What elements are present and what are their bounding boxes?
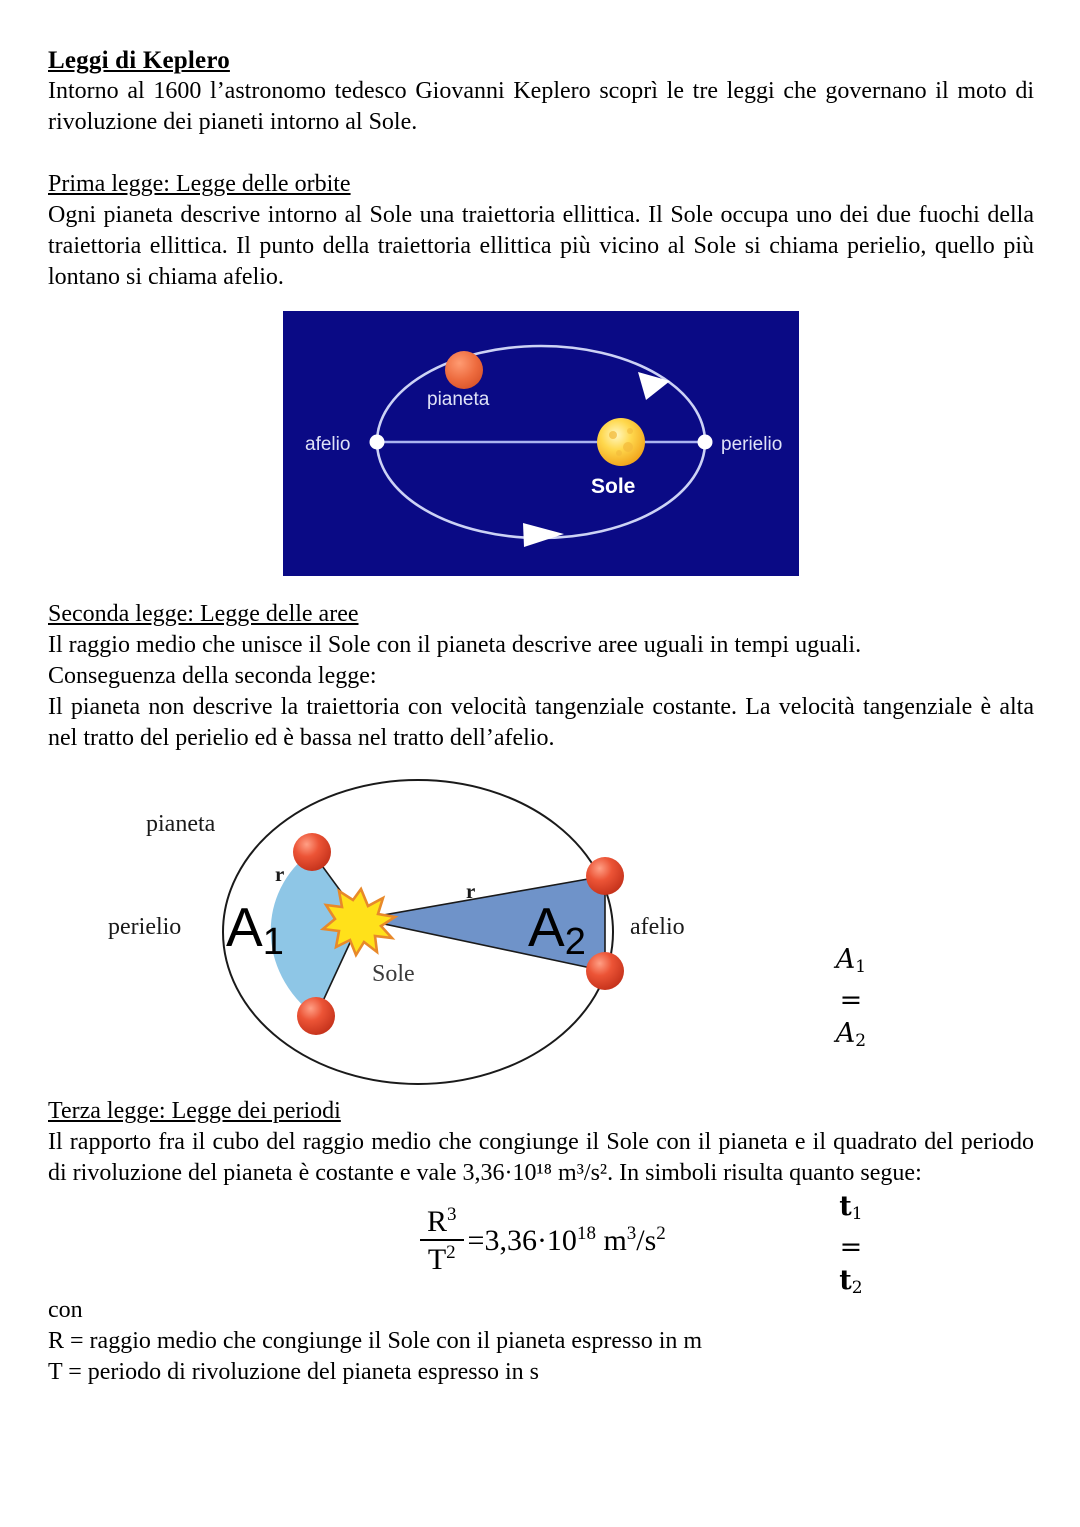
third-law-formula: R3 T2 =3,36·1018 m3/s2 (420, 1203, 666, 1277)
label-radius-left: r (275, 862, 284, 886)
eq-a1-sub: 1 (855, 957, 867, 977)
fraction-denominator: T2 (421, 1241, 463, 1277)
planet-sphere-perihelion-lower (297, 997, 335, 1035)
formula-unit-m-exponent: 3 (626, 1223, 637, 1244)
formula-right-side: =3,36·1018 m3/s2 (468, 1224, 666, 1256)
legend-con: con (48, 1297, 83, 1323)
planet-sphere (445, 351, 483, 389)
direction-arrow-bottom (523, 523, 564, 547)
direction-arrow-top (638, 372, 670, 400)
planet-sphere-perihelion-upper (293, 833, 331, 871)
formula-equals: = (467, 1224, 485, 1257)
eq-op-1: = (839, 985, 863, 1016)
page-title: Leggi di Keplero (48, 47, 230, 74)
radius-line-right-upper (360, 875, 606, 920)
third-law-heading-row: Terza legge: Legge dei periodi (48, 1096, 1034, 1127)
aphelion-point (369, 434, 385, 450)
figure-areas: pianeta perielio afelio Sole r r A1 A2 (108, 766, 708, 1096)
formula-r: R (427, 1205, 448, 1238)
first-law-heading-row: Prima legge: Legge delle orbite (48, 169, 1034, 200)
second-law-body-line-3: Il pianeta non descrive la traiettoria c… (48, 694, 1034, 751)
equation-areas-line-1: A1 = A2 (688, 910, 928, 1091)
intro-paragraph: Intorno al 1600 l’astronomo tedesco Giov… (48, 78, 1034, 135)
label-pianeta-areas: pianeta (146, 811, 216, 837)
radius-line-right-lower (360, 918, 606, 972)
planet-sphere-aphelion-upper (586, 857, 624, 895)
formula-unit-m: m (603, 1224, 627, 1257)
formula-unit-s-exponent: 2 (656, 1223, 666, 1244)
label-perielio-areas: perielio (108, 914, 181, 940)
label-perielio: perielio (721, 434, 782, 455)
sun-disc (597, 418, 645, 466)
second-law-heading-row: Seconda legge: Legge delle aree (48, 599, 1034, 630)
eq-a2-sub: 2 (855, 1031, 867, 1051)
figure-areas-wrapper: pianeta perielio afelio Sole r r A1 A2 A… (48, 766, 1034, 1298)
figure-orbit: afelio perielio pianeta Sole (283, 311, 799, 576)
third-law-body: Il rapporto fra il cubo del raggio medio… (48, 1129, 1034, 1186)
equation-areas-line-2: t1 = t2 (688, 1157, 928, 1338)
document-content: Leggi di Keplero Intorno al 1600 l’astro… (48, 46, 1034, 1388)
label-afelio-areas: afelio (630, 914, 685, 940)
equation-areas: A1 = A2 t1 = t2 (688, 844, 928, 1404)
eq-t2-sub: 2 (851, 1278, 863, 1298)
spacer (48, 138, 1034, 169)
third-law-formula-wrapper: R3 T2 =3,36·1018 m3/s2 (48, 1203, 1034, 1295)
eq-t1: t (839, 1191, 852, 1222)
formula-r-exponent: 3 (447, 1204, 457, 1225)
label-radius-right: r (466, 879, 475, 903)
figure-orbit-wrapper: afelio perielio pianeta Sole (48, 311, 1034, 577)
fraction-r3-t2: R3 T2 (420, 1203, 464, 1277)
first-law-heading: Prima legge: Legge delle orbite (48, 171, 351, 197)
second-law-body-line-2: Conseguenza della seconda legge: (48, 663, 377, 689)
formula-value: 3,36·10 (484, 1224, 577, 1257)
formula-t-exponent: 2 (446, 1242, 456, 1263)
eq-a2: A (835, 1018, 856, 1049)
first-law-body: Ogni pianeta descrive intorno al Sole un… (48, 202, 1034, 290)
sun-starburst (319, 886, 399, 958)
eq-op-2: = (839, 1232, 863, 1263)
fraction-numerator: R3 (420, 1203, 464, 1241)
planet-sphere-aphelion-lower (586, 952, 624, 990)
perihelion-point (697, 434, 713, 450)
spacer (48, 577, 1034, 599)
eq-t1-sub: 1 (851, 1204, 863, 1224)
area-a1-triangle (312, 852, 361, 1016)
label-sole: Sole (591, 475, 635, 498)
third-law-heading: Terza legge: Legge dei periodi (48, 1098, 341, 1124)
second-law-body-line-1: Il raggio medio che unisce il Sole con i… (48, 632, 862, 658)
formula-value-exponent: 18 (576, 1223, 596, 1244)
formula-t: T (427, 1243, 447, 1276)
page-title-row: Leggi di Keplero (48, 46, 1034, 76)
label-pianeta: pianeta (427, 389, 490, 410)
legend-t-definition: T = periodo di rivoluzione del pianeta e… (48, 1359, 539, 1385)
second-law-heading: Seconda legge: Legge delle aree (48, 601, 359, 627)
eq-t2: t (839, 1265, 852, 1296)
label-afelio: afelio (305, 434, 350, 455)
legend-r-definition: R = raggio medio che congiunge il Sole c… (48, 1328, 703, 1354)
label-sole-areas: Sole (372, 961, 415, 987)
formula-unit-s: /s (636, 1224, 657, 1257)
eq-a1: A (835, 944, 856, 975)
